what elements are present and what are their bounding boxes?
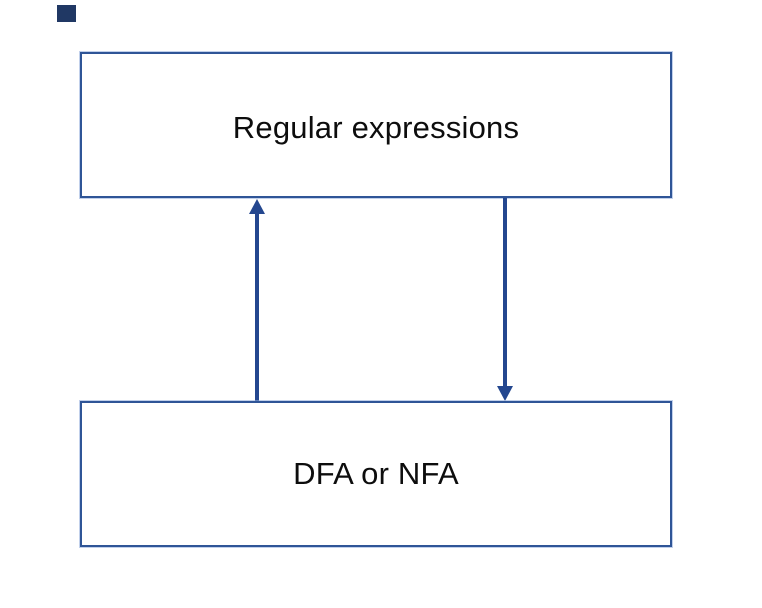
arrow-down-shaft (503, 198, 507, 388)
node-regular-expressions: Regular expressions (80, 52, 672, 198)
node-dfa-or-nfa-label: DFA or NFA (293, 456, 459, 491)
corner-marker-square (57, 5, 76, 22)
arrow-up-head-icon (249, 199, 265, 214)
arrow-up-shaft (255, 211, 259, 401)
node-regular-expressions-label: Regular expressions (232, 110, 520, 145)
node-dfa-or-nfa: DFA or NFA (80, 401, 672, 547)
arrow-down-head-icon (497, 386, 513, 401)
